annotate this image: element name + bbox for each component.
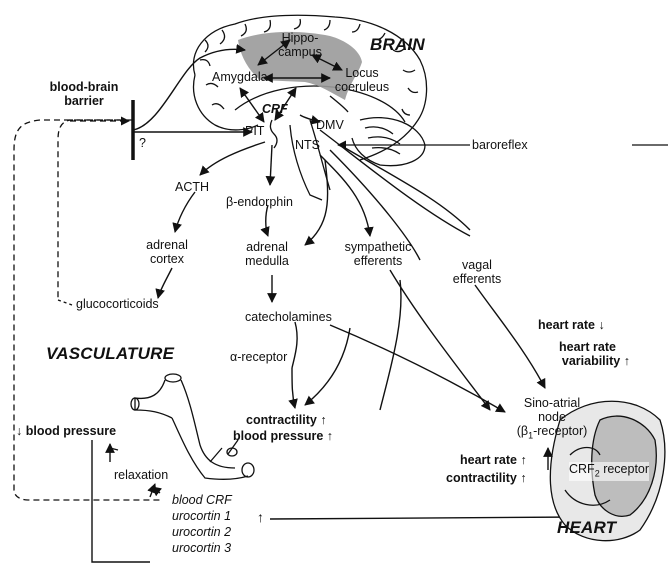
sa-node-beta: β [521, 424, 528, 438]
blood-pressure-down: ↓ blood pressure [16, 424, 116, 438]
vagal-efferents-label: vagal efferents [445, 258, 509, 286]
blood-brain-barrier-label: blood-brain barrier [38, 80, 130, 108]
adrenal-medulla-line2: medulla [236, 254, 298, 268]
locus-line1: Locus [330, 66, 394, 80]
baroreflex-label: baroreflex [470, 138, 530, 152]
adrenal-cortex-line1: adrenal [136, 238, 198, 252]
glucocorticoids-label: glucocorticoids [76, 297, 159, 311]
heart-rate-up: heart rate ↑ [460, 453, 527, 467]
sympathetic-line2: efferents [335, 254, 421, 268]
relaxation-label: relaxation [114, 468, 168, 482]
sa-node-label: Sino-atrial node (β1-receptor) [492, 396, 612, 443]
down-arrow-icon: ↓ [16, 424, 22, 438]
contractility-heart-text: contractility [446, 471, 517, 485]
crf2-suffix: receptor [600, 462, 649, 476]
hrv-label: heart rate variability ↑ [559, 340, 630, 368]
node-nts: NTS [295, 138, 320, 152]
hippocampus-line2: campus [268, 45, 332, 59]
peptide-up-arrow-icon: ↑ [257, 510, 264, 524]
sympathetic-efferents-label: sympathetic efferents [335, 240, 421, 268]
region-title-brain: BRAIN [370, 38, 425, 52]
bbb-question-mark: ? [139, 136, 146, 150]
up-arrow-icon: ↑ [327, 429, 333, 443]
sa-node-line3: (β1-receptor) [492, 424, 612, 443]
blood-pressure-text: blood pressure [233, 429, 323, 443]
sa-node-line1: Sino-atrial [492, 396, 612, 410]
up-arrow-icon: ↑ [520, 471, 526, 485]
hrv-line2: variability ↑ [559, 354, 630, 368]
hrv-text: variability [562, 354, 620, 368]
up-arrow-icon: ↑ [520, 453, 526, 467]
region-title-vasculature: VASCULATURE [46, 347, 174, 361]
node-hippocampus: Hippo- campus [268, 31, 332, 59]
alpha-receptor-label: α-receptor [230, 350, 287, 364]
down-arrow-icon: ↓ [598, 318, 604, 332]
beta-endorphin-label: β-endorphin [226, 195, 293, 209]
heart-rate-down: heart rate ↓ [538, 318, 605, 332]
vessel-drawing [131, 374, 254, 479]
contractility-heart: contractility ↑ [446, 471, 527, 485]
crf2-receptor-label: CRF2 receptor [569, 462, 649, 481]
peptide-urocortin-3: urocortin 3 [172, 540, 232, 556]
blood-pressure-down-text: blood pressure [26, 424, 116, 438]
adrenal-cortex-label: adrenal cortex [136, 238, 198, 266]
region-title-heart: HEART [557, 521, 616, 535]
node-pit: PIT [245, 124, 264, 138]
sa-node-line2: node [492, 410, 612, 424]
contractility-center: contractility ↑ [246, 413, 327, 427]
node-dmv: DMV [316, 118, 344, 132]
peptide-urocortin-1: urocortin 1 [172, 508, 232, 524]
acth-label: ACTH [175, 180, 209, 194]
vasc-arrows [92, 440, 608, 562]
up-arrow-icon: ↑ [320, 413, 326, 427]
contractility-text: contractility [246, 413, 317, 427]
node-crf: CRF [262, 102, 288, 116]
peptide-list: blood CRF urocortin 1 urocortin 2 urocor… [172, 492, 232, 556]
blood-pressure-center: blood pressure ↑ [233, 429, 333, 443]
up-arrow-icon: ↑ [624, 354, 630, 368]
bbb-line2: barrier [38, 94, 130, 108]
node-locus-coeruleus: Locus coeruleus [330, 66, 394, 94]
heart-rate-up-text: heart rate [460, 453, 517, 467]
adrenal-medulla-line1: adrenal [236, 240, 298, 254]
peptide-blood-crf: blood CRF [172, 492, 232, 508]
adrenal-medulla-label: adrenal medulla [236, 240, 298, 268]
adrenal-cortex-line2: cortex [136, 252, 198, 266]
hippocampus-line1: Hippo- [268, 31, 332, 45]
hrv-line1: heart rate [559, 340, 630, 354]
node-amygdala: Amygdala [212, 70, 268, 84]
crf2-prefix: CRF [569, 462, 595, 476]
vagal-line1: vagal [445, 258, 509, 272]
sympathetic-line1: sympathetic [335, 240, 421, 254]
peptide-urocortin-2: urocortin 2 [172, 524, 232, 540]
catecholamines-label: catecholamines [245, 310, 332, 324]
sa-node-suffix: -receptor) [533, 424, 587, 438]
bbb-line1: blood-brain [38, 80, 130, 94]
locus-line2: coeruleus [330, 80, 394, 94]
heart-rate-down-text: heart rate [538, 318, 595, 332]
vagal-line2: efferents [445, 272, 509, 286]
